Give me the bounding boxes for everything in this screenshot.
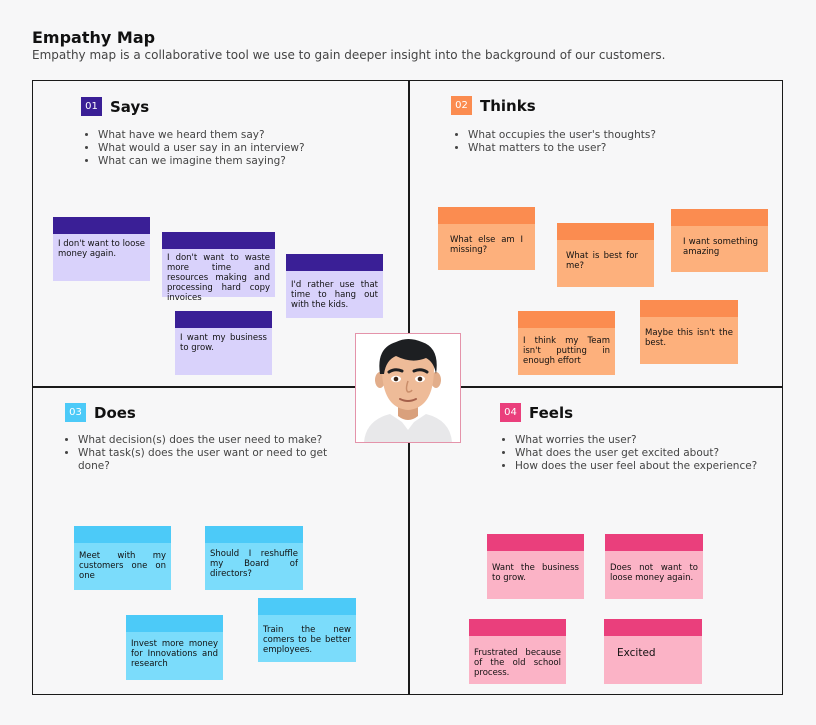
says-number-badge: 01 <box>81 97 102 116</box>
thinks-number-badge: 02 <box>451 96 472 115</box>
note-header-bar <box>518 311 615 328</box>
thinks-prompt: What matters to the user? <box>468 142 768 155</box>
says-note[interactable]: I want my business to grow. <box>175 311 272 375</box>
empathy-map-board <box>32 80 783 695</box>
thinks-note[interactable]: What is best for me? <box>557 223 654 287</box>
says-prompt: What can we imagine them saying? <box>98 155 398 168</box>
feels-prompt: What worries the user? <box>515 434 795 447</box>
does-header: 03 Does <box>65 403 136 422</box>
note-header-bar <box>162 232 275 249</box>
thinks-note[interactable]: Maybe this isn't the best. <box>640 300 738 364</box>
note-header-bar <box>205 526 303 543</box>
says-prompt: What would a user say in an interview? <box>98 142 398 155</box>
note-text: I want my business to grow. <box>180 333 267 353</box>
does-note[interactable]: Invest more money for Innovations and re… <box>126 615 223 680</box>
thinks-note[interactable]: I want something amazing <box>671 209 768 272</box>
note-header-bar <box>487 534 584 551</box>
does-prompts: What decision(s) does the user need to m… <box>64 434 338 473</box>
says-header: 01 Says <box>81 97 149 116</box>
note-text: Meet with my customers one on one <box>79 551 166 581</box>
note-text: I don't want to waste more time and reso… <box>167 253 270 303</box>
page-title: Empathy Map <box>32 28 156 47</box>
note-text: I'd rather use that time to hang out wit… <box>291 280 378 310</box>
feels-header: 04 Feels <box>500 403 573 422</box>
feels-title: Feels <box>529 403 574 422</box>
page-subtitle: Empathy map is a collaborative tool we u… <box>32 48 666 62</box>
feels-prompt: What does the user get excited about? <box>515 447 795 460</box>
note-header-bar <box>53 217 150 234</box>
says-note[interactable]: I'd rather use that time to hang out wit… <box>286 254 383 318</box>
feels-note[interactable]: Want the business to grow. <box>487 534 584 599</box>
feels-note[interactable]: Frustrated because of the old school pro… <box>469 619 566 684</box>
note-text: Excited <box>617 647 656 659</box>
feels-note[interactable]: Does not want to loose money again. <box>605 534 703 599</box>
note-header-bar <box>671 209 768 226</box>
says-prompts: What have we heard them say? What would … <box>84 129 398 168</box>
note-header-bar <box>438 207 535 224</box>
feels-prompt: How does the user feel about the experie… <box>515 460 795 473</box>
thinks-prompt: What occupies the user's thoughts? <box>468 129 768 142</box>
note-header-bar <box>74 526 171 543</box>
says-note[interactable]: I don't want to waste more time and reso… <box>162 232 275 303</box>
note-text: Does not want to loose money again. <box>610 563 698 583</box>
note-text: Frustrated because of the old school pro… <box>474 648 561 678</box>
note-header-bar <box>175 311 272 328</box>
thinks-note[interactable]: What else am I missing? <box>438 207 535 270</box>
thinks-prompts: What occupies the user's thoughts? What … <box>454 129 768 155</box>
user-avatar-icon <box>364 339 452 442</box>
note-header-bar <box>469 619 566 636</box>
note-text: Want the business to grow. <box>492 563 579 583</box>
does-note[interactable]: Should I reshuffle my Board of directors… <box>205 526 303 590</box>
thinks-header: 02 Thinks <box>451 96 536 115</box>
note-text: I don't want to loose money again. <box>58 239 145 259</box>
does-number-badge: 03 <box>65 403 86 422</box>
note-text: Train the new comers to be better employ… <box>263 625 351 655</box>
does-prompt: What task(s) does the user want or need … <box>78 447 338 473</box>
note-header-bar <box>286 254 383 271</box>
says-title: Says <box>110 97 150 116</box>
thinks-title: Thinks <box>480 96 536 115</box>
note-text: Invest more money for Innovations and re… <box>131 639 218 669</box>
thinks-note[interactable]: I think my Team isn't putting in enough … <box>518 311 615 375</box>
does-title: Does <box>94 403 136 422</box>
says-note[interactable]: I don't want to loose money again. <box>53 217 150 281</box>
note-header-bar <box>640 300 738 317</box>
note-header-bar <box>604 619 702 636</box>
note-text: Maybe this isn't the best. <box>645 328 733 348</box>
feels-number-badge: 04 <box>500 403 521 422</box>
feels-note[interactable]: Excited <box>604 619 702 684</box>
note-header-bar <box>126 615 223 632</box>
note-header-bar <box>605 534 703 551</box>
note-header-bar <box>557 223 654 240</box>
note-text: What is best for me? <box>566 251 638 271</box>
does-note[interactable]: Meet with my customers one on one <box>74 526 171 590</box>
note-text: I think my Team isn't putting in enough … <box>523 336 610 366</box>
does-prompt: What decision(s) does the user need to m… <box>78 434 338 447</box>
note-text: What else am I missing? <box>450 235 523 255</box>
feels-prompts: What worries the user? What does the use… <box>501 434 795 473</box>
note-text: Should I reshuffle my Board of directors… <box>210 549 298 579</box>
does-note[interactable]: Train the new comers to be better employ… <box>258 598 356 662</box>
says-prompt: What have we heard them say? <box>98 129 398 142</box>
note-header-bar <box>258 598 356 615</box>
note-text: I want something amazing <box>683 237 758 257</box>
persona-avatar-frame <box>355 333 461 443</box>
